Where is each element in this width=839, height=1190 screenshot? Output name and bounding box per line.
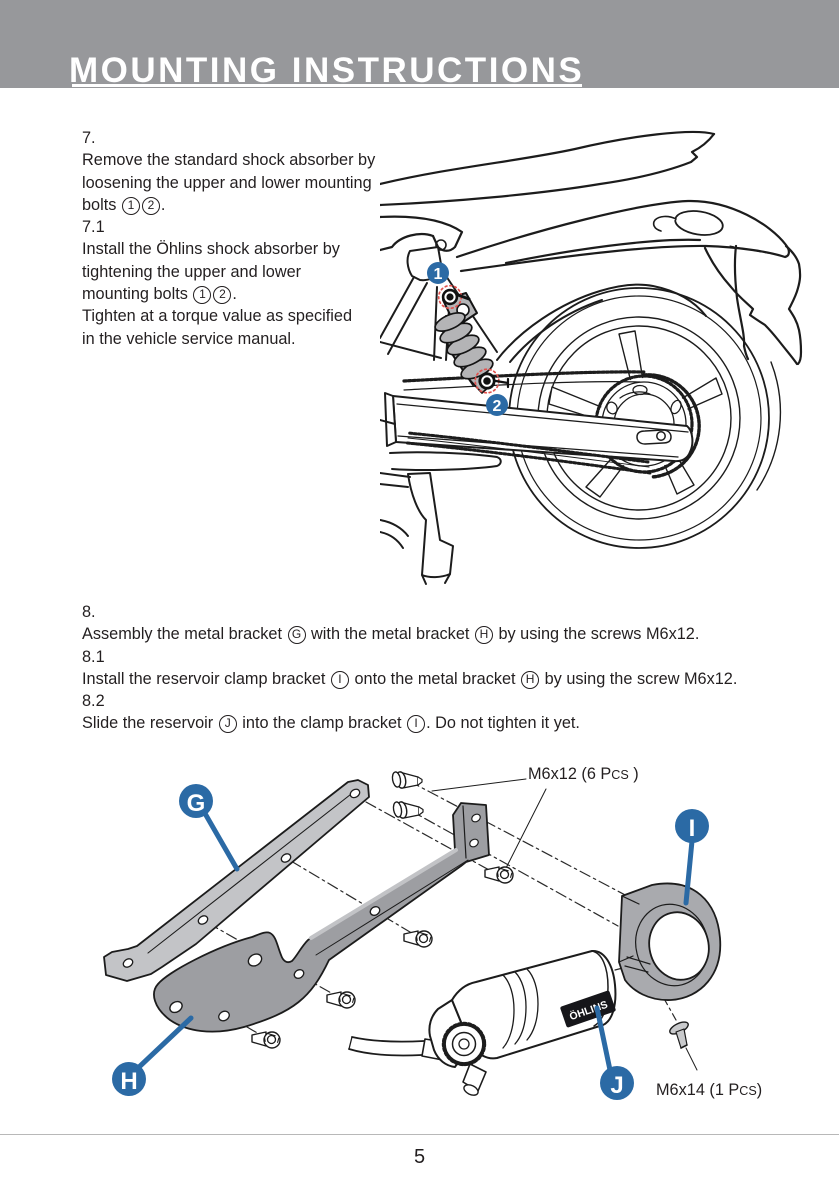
svg-text:G: G: [187, 790, 206, 817]
svg-text:1: 1: [434, 266, 443, 283]
svg-text:2: 2: [493, 398, 502, 415]
svg-text:J: J: [610, 1072, 623, 1099]
svg-text:I: I: [689, 815, 696, 842]
svg-text:H: H: [120, 1068, 137, 1095]
